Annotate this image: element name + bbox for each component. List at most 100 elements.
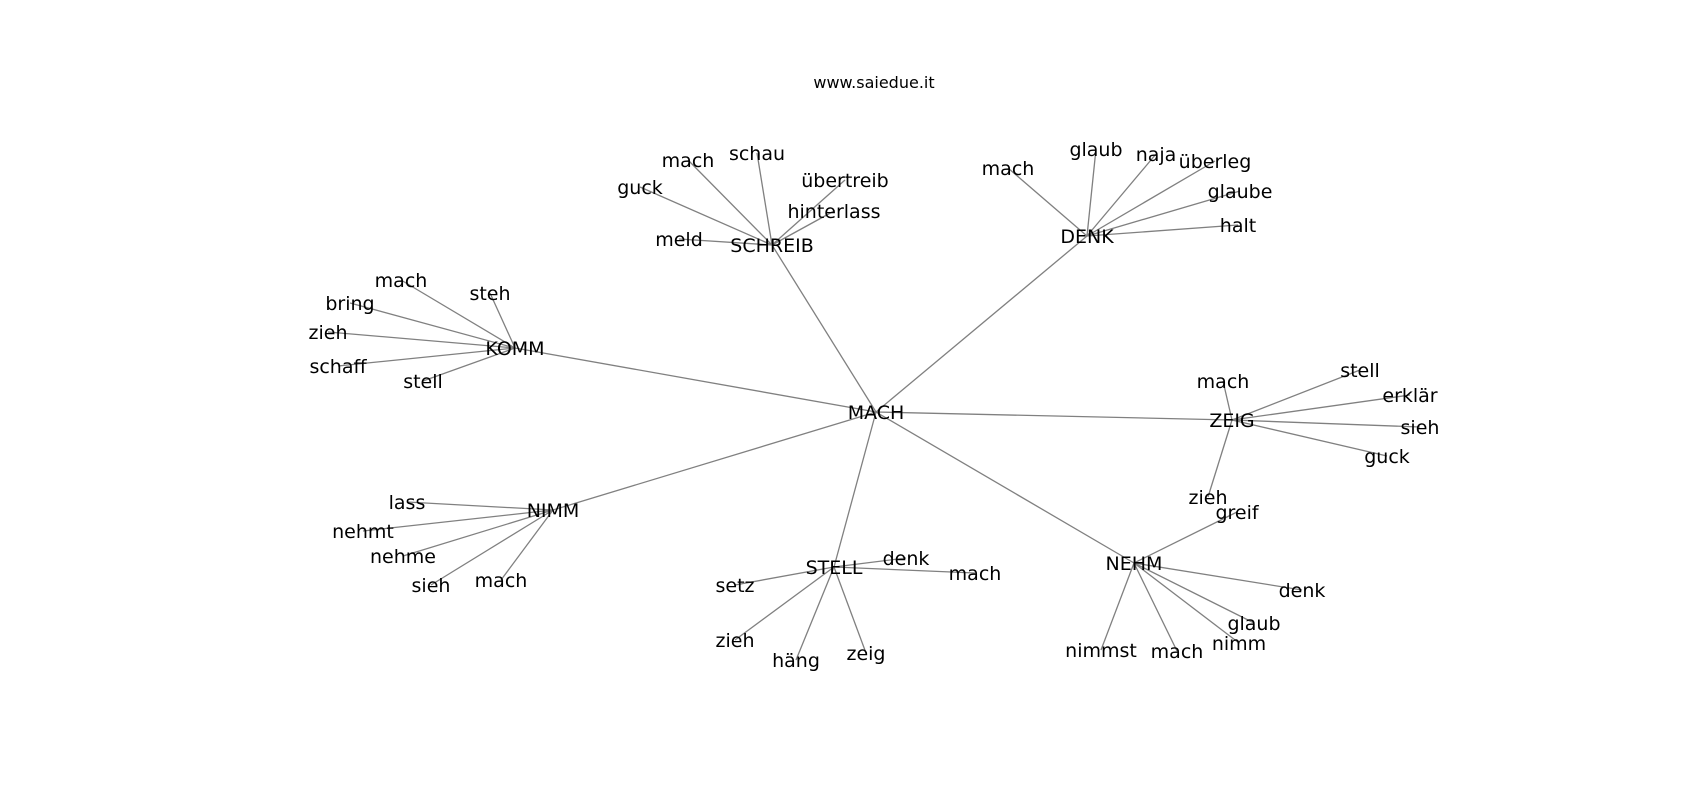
edge-nehm-4 [1133, 562, 1178, 652]
node-leaf: guck [1364, 446, 1410, 468]
node-leaf: guck [617, 177, 663, 199]
node-leaf: schaff [309, 356, 367, 378]
node-leaf: mach [982, 158, 1035, 180]
node-leaf: mach [1197, 371, 1250, 393]
edge-stell-5 [833, 566, 867, 654]
node-leaf: mach [475, 570, 528, 592]
node-hub-komm: KOMM [485, 338, 544, 360]
edge-komm-0 [400, 279, 516, 349]
node-leaf: bring [325, 293, 374, 315]
node-leaf: zieh [1189, 487, 1228, 509]
node-leaf: mach [662, 150, 715, 172]
node-leaf: hinterlass [787, 201, 880, 223]
edge-komm-5 [422, 347, 516, 382]
node-leaf: sieh [1401, 417, 1440, 439]
node-leaf: zieh [309, 322, 348, 344]
node-leaf: nehmt [332, 521, 394, 543]
edge-schreib-4 [771, 210, 835, 246]
site-watermark: www.saiedue.it [813, 73, 934, 92]
edge-nehm-3 [1133, 562, 1240, 644]
edge-stell-4 [795, 566, 835, 661]
node-leaf: sieh [412, 575, 451, 597]
node-leaf: meld [655, 229, 703, 251]
edge-center-stell [833, 411, 877, 568]
edge-schreib-2 [771, 179, 846, 246]
node-leaf: steh [469, 283, 510, 305]
edge-denk-4 [1086, 190, 1241, 237]
node-center: MACH [848, 402, 905, 424]
node-leaf: setz [715, 575, 754, 597]
edge-schreib-5 [678, 238, 773, 246]
edge-denk-3 [1086, 160, 1216, 237]
node-leaf: greif [1215, 502, 1259, 524]
edge-center-schreib [771, 244, 877, 413]
node-leaf: stell [1340, 360, 1380, 382]
edge-stell-0 [833, 557, 907, 568]
node-leaf: naja [1136, 144, 1177, 166]
node-leaf: glaub [1227, 613, 1280, 635]
edge-center-zeig [875, 411, 1233, 421]
node-hub-nehm: NEHM [1106, 553, 1163, 575]
node-hub-nimm: NIMM [527, 500, 580, 522]
node-hub-zeig: ZEIG [1209, 410, 1254, 432]
edge-denk-1 [1086, 148, 1097, 237]
node-leaf: stell [403, 371, 443, 393]
edge-nimm-3 [430, 509, 554, 586]
edge-zeig-4 [1231, 419, 1388, 457]
edge-stell-1 [833, 566, 976, 574]
edge-komm-2 [349, 302, 516, 349]
edge-nimm-2 [402, 509, 554, 557]
edge-denk-2 [1086, 153, 1157, 237]
edge-zeig-5 [1207, 419, 1233, 498]
edge-denk-0 [1007, 167, 1088, 237]
edge-schreib-3 [639, 186, 773, 246]
edge-nehm-1 [1133, 562, 1303, 591]
edge-center-nimm [552, 411, 877, 511]
edge-zeig-0 [1222, 380, 1233, 421]
edge-nimm-1 [362, 509, 554, 532]
edge-stell-3 [734, 566, 835, 641]
node-leaf: nehme [370, 546, 436, 568]
node-hub-schreib: SCHREIB [730, 235, 813, 257]
edges [327, 148, 1421, 661]
node-leaf: häng [772, 650, 820, 672]
labels: www.saiedue.it MACH SCHREIB mach schau übert… [309, 73, 1440, 672]
node-leaf: mach [1151, 641, 1204, 663]
node-leaf: denk [883, 548, 930, 570]
edge-center-komm [514, 347, 877, 413]
edge-komm-4 [337, 347, 516, 367]
edge-center-nehm [875, 411, 1135, 564]
node-leaf: schau [729, 143, 785, 165]
edge-zeig-3 [1231, 419, 1421, 428]
node-leaf: nimmst [1065, 640, 1137, 662]
node-leaf: denk [1279, 580, 1326, 602]
node-leaf: überleg [1179, 151, 1252, 173]
node-leaf: glaub [1069, 139, 1122, 161]
node-hub-denk: DENK [1060, 226, 1114, 248]
node-leaf: lass [389, 492, 426, 514]
edge-komm-3 [327, 331, 516, 349]
edge-nehm-2 [1133, 562, 1255, 624]
node-leaf: glaube [1208, 181, 1273, 203]
node-leaf: halt [1220, 215, 1256, 237]
edge-nimm-0 [406, 501, 554, 511]
node-leaf: übertreib [801, 170, 888, 192]
edge-denk-5 [1086, 224, 1239, 237]
node-leaf: erklär [1382, 385, 1437, 407]
edge-komm-1 [489, 292, 516, 349]
edge-nehm-5 [1100, 562, 1135, 651]
node-leaf: nimm [1212, 633, 1266, 655]
node-leaf: zieh [716, 630, 755, 652]
node-leaf: mach [375, 270, 428, 292]
node-leaf: zeig [846, 643, 885, 665]
edge-zeig-1 [1231, 369, 1361, 421]
edge-nehm-0 [1133, 511, 1238, 564]
edge-center-denk [875, 235, 1088, 413]
node-leaf: mach [949, 563, 1002, 585]
edge-stell-2 [734, 566, 835, 586]
edge-schreib-1 [756, 152, 773, 246]
edge-zeig-2 [1231, 394, 1411, 421]
node-hub-stell: STELL [806, 557, 863, 579]
edge-nimm-4 [500, 509, 554, 581]
